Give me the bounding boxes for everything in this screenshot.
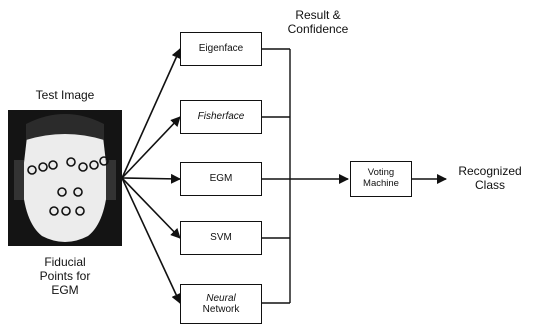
classifier-neural-label-line-2: Network — [202, 304, 240, 315]
classifier-egm-label: EGM — [209, 173, 233, 185]
output-label-line-2: Class — [474, 178, 505, 193]
voting-label-line-2: Machine — [363, 178, 399, 189]
output-label-line-1: Recognized — [458, 164, 522, 178]
classifier-svm-label: SVM — [210, 232, 232, 244]
fan-arrow-egm — [121, 173, 181, 184]
test-face-image — [8, 110, 122, 246]
classifier-svm: SVM — [180, 221, 262, 255]
result-label-line-2: Confidence — [287, 22, 349, 37]
fan-arrow-neural — [121, 177, 181, 304]
voting-machine: Voting Machine — [350, 161, 412, 197]
classifier-eigenface: Eigenface — [180, 32, 262, 66]
fiducial-caption-line-2: Points for — [39, 269, 91, 284]
classifier-egm: EGM — [180, 162, 262, 196]
fan-arrow-svm — [121, 177, 181, 239]
fan-arrow-fisherface — [121, 116, 181, 179]
test-image-label: Test Image — [35, 88, 95, 102]
classifier-fisherface-label: Fisherface — [197, 111, 245, 123]
fiducial-points — [27, 156, 109, 216]
fiducial-caption-line-3: EGM — [51, 283, 79, 298]
result-confidence-label: Result & Confidence — [268, 8, 368, 36]
classifier-neural-label-line-1: Neural — [206, 292, 236, 304]
result-label-line-1: Result & — [295, 8, 341, 22]
fiducial-caption: Fiducial Points for EGM — [20, 255, 110, 297]
classifier-eigenface-label: Eigenface — [198, 43, 244, 55]
classifier-fisherface: Fisherface — [180, 100, 262, 134]
fan-arrow-eigenface — [121, 48, 181, 179]
recognized-class-label: Recognized Class — [448, 164, 532, 192]
voting-label-line-1: Voting — [367, 167, 395, 179]
fiducial-caption-line-1: Fiducial — [44, 255, 86, 269]
classifier-neural-network: Neural Network — [180, 284, 262, 324]
